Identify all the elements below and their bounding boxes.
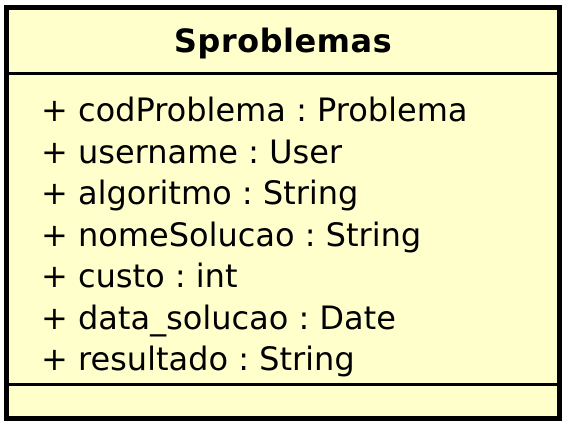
uml-class-sproblemas: Sproblemas + codProblema : Problema + us… [4, 5, 562, 421]
class-name: Sproblemas [173, 22, 393, 60]
attribute-cod-problema: + codProblema : Problema [41, 91, 468, 129]
attribute-custo: + custo : int [41, 257, 238, 295]
attribute-data-solucao: + data_solucao : Date [41, 298, 396, 337]
attributes-compartment: + codProblema : Problema + username : Us… [9, 75, 557, 386]
attribute-username: + username : User [41, 132, 343, 171]
attribute-nome-solucao: + nomeSolucao : String [41, 215, 422, 254]
class-name-compartment: Sproblemas [9, 10, 557, 75]
operations-compartment [9, 386, 557, 416]
attribute-resultado: + resultado : String [41, 340, 355, 378]
attribute-algoritmo: + algoritmo : String [41, 174, 359, 212]
